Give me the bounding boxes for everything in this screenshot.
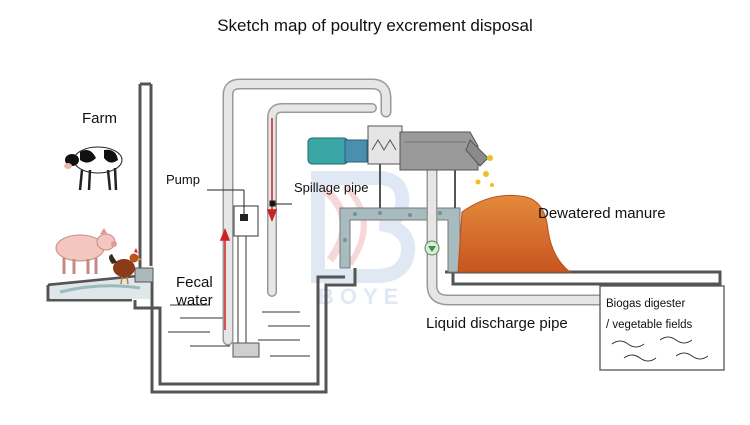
label-farm: Farm xyxy=(82,110,117,127)
label-spillage-pipe: Spillage pipe xyxy=(294,180,369,195)
drain-box xyxy=(134,267,154,283)
biogas-box xyxy=(599,285,725,371)
ramp-fill xyxy=(50,277,150,299)
biogas-waves xyxy=(611,336,709,362)
pig-icon xyxy=(55,228,117,274)
chicken-icon xyxy=(109,248,142,285)
label-fecal-water-line2: water xyxy=(176,292,213,309)
label-dewatered-manure: Dewatered manure xyxy=(538,205,666,222)
pit-walls xyxy=(46,82,722,394)
pipes xyxy=(222,78,611,346)
label-biogas-line1: Biogas digester xyxy=(606,298,686,310)
concrete-base xyxy=(339,207,461,273)
flow-arrows xyxy=(219,118,278,330)
watermark-logo: BOYE xyxy=(311,171,416,309)
cow-icon xyxy=(64,146,123,191)
label-biogas: Biogas digester / vegetable fields xyxy=(606,294,724,336)
label-fecal-water: Fecal water xyxy=(176,274,213,310)
label-biogas-line2: / vegetable fields xyxy=(606,319,693,331)
leader-lines xyxy=(207,189,292,214)
label-liquid-discharge-pipe: Liquid discharge pipe xyxy=(426,315,568,332)
label-fecal-water-line1: Fecal xyxy=(176,274,213,291)
waste-channel xyxy=(59,284,141,294)
motor-icon xyxy=(307,137,349,165)
water-waves xyxy=(168,304,310,357)
watermark-text: BOYE xyxy=(318,284,404,309)
manure-pile xyxy=(457,194,572,273)
pump-icon xyxy=(232,205,260,358)
label-pump: Pump xyxy=(166,172,200,187)
manure-drops xyxy=(475,155,494,187)
diagram-title: Sketch map of poultry excrement disposal xyxy=(217,16,533,35)
separator-machine-icon xyxy=(307,125,489,256)
